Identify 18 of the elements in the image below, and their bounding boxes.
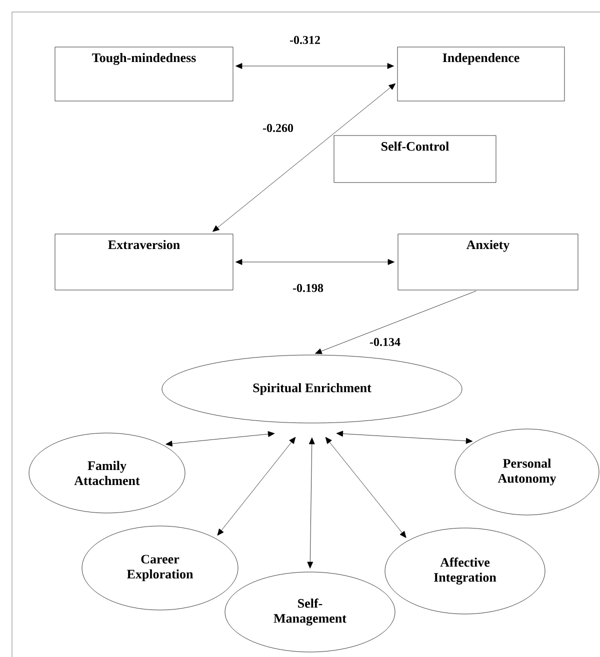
trait-box: Independence — [397, 46, 565, 102]
edge-label: -0.260 — [262, 122, 294, 134]
edge-label: -0.134 — [368, 336, 402, 348]
arrow — [315, 290, 476, 354]
trait-box: Self-Control — [334, 135, 496, 183]
edge-label: -0.198 — [292, 282, 324, 294]
arrow — [217, 436, 296, 536]
arrow — [212, 83, 396, 232]
arrow — [336, 430, 473, 444]
arrow — [307, 438, 315, 568]
trait-box: Tough-mindedness — [54, 46, 234, 102]
edge-label: -0.312 — [288, 34, 322, 46]
arrow — [236, 63, 394, 69]
trait-box: Extraversion — [54, 234, 234, 290]
arrow — [325, 436, 406, 538]
arrow — [166, 431, 275, 447]
trait-box: Anxiety — [398, 234, 578, 290]
arrow — [236, 259, 394, 265]
